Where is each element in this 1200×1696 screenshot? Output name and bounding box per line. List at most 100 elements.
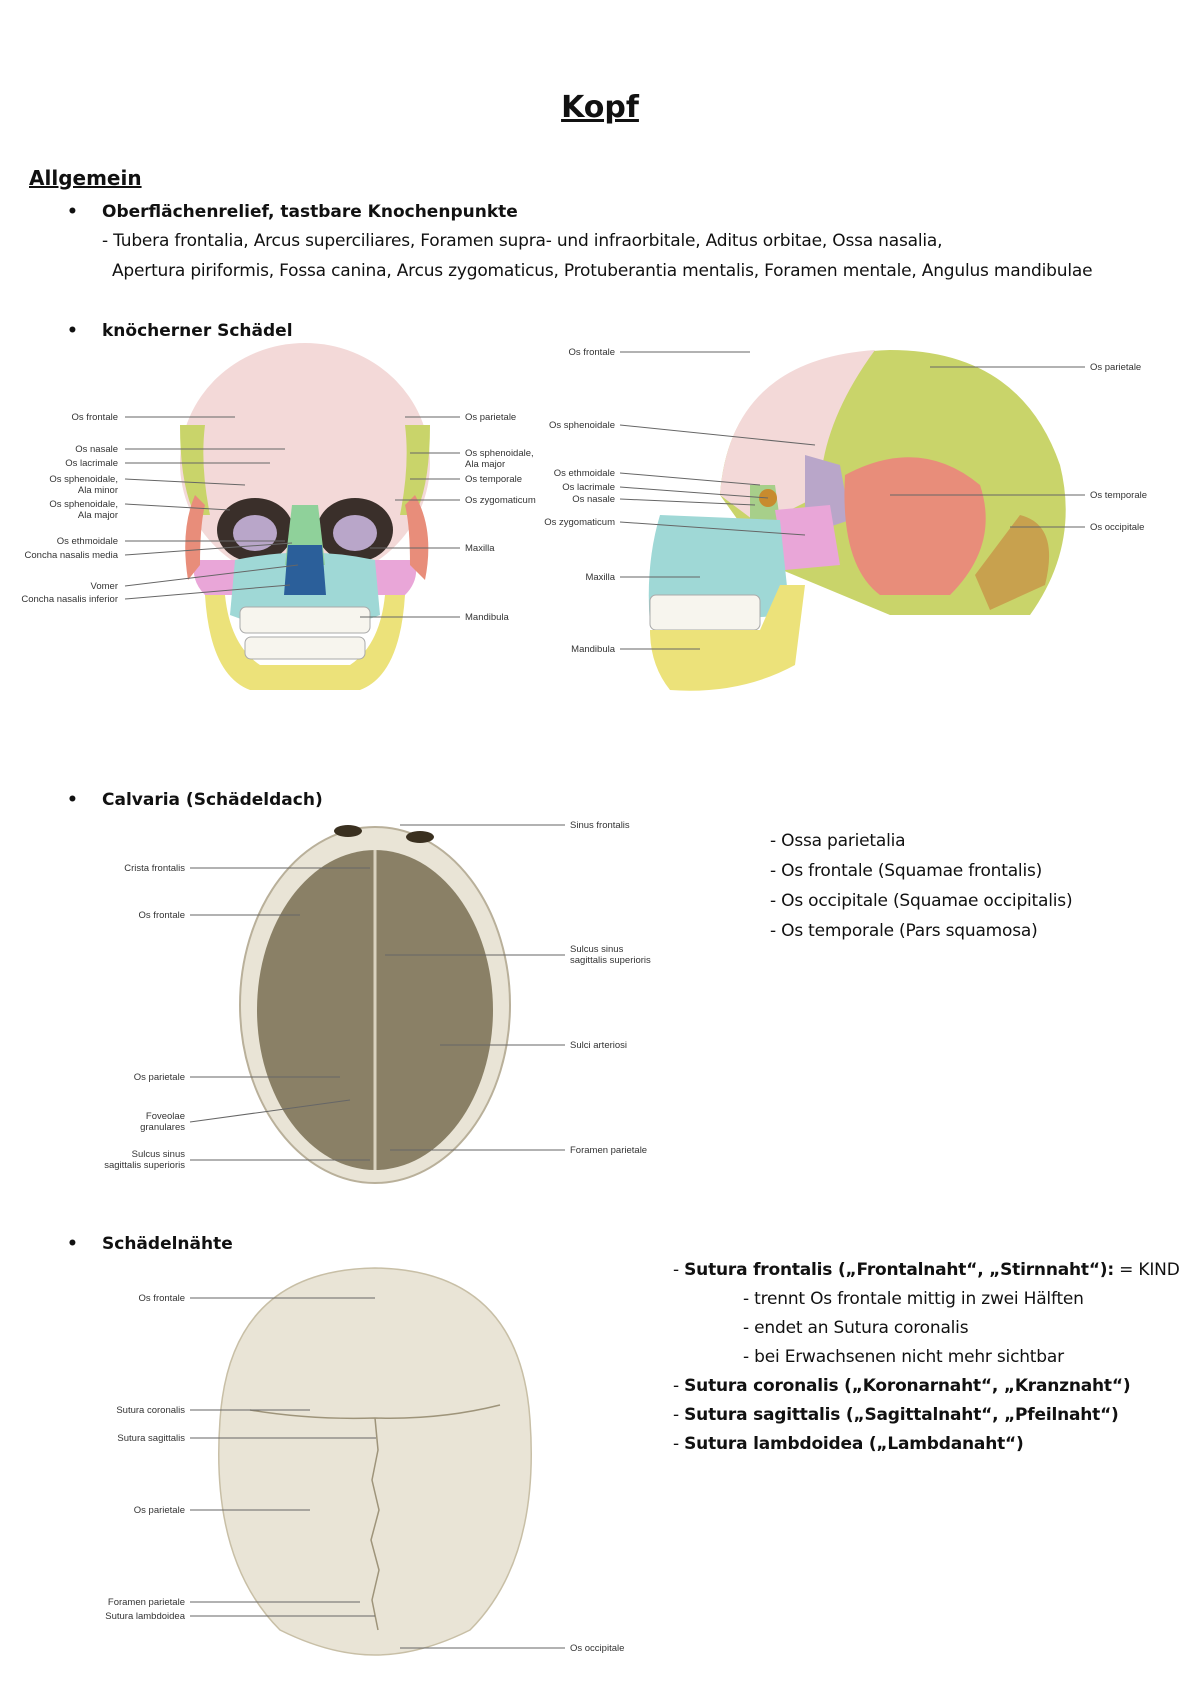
label-os-occipitale: Os occipitale [570,1643,624,1654]
label-os-ethmoidale: Os ethmoidale [554,468,615,479]
bullet-sutures: • Schädelnähte [67,1234,233,1254]
dash: - [673,1434,685,1454]
label-vomer: Vomer [91,581,118,592]
label-granulares: granulares [140,1122,185,1133]
label-concha-nasalis-media: Concha nasalis media [25,550,119,561]
front-skull-figure: Os frontale Os nasale Os lacrimale Os sp… [21,343,536,690]
relief-line-1: - Tubera frontalia, Arcus superciliares,… [102,231,943,251]
sutura-sagittalis-line [370,1417,380,1631]
sutures-drawing [218,1267,532,1656]
side-skull-figure: Os frontale Os sphenoidale Os ethmoidale… [544,347,1147,691]
label-sulcus-sinus: Sulcus sinus [570,944,624,955]
label-sagittalis-superioris: sagittalis superioris [570,955,651,966]
label-os-temporale: Os temporale [465,474,522,485]
label-os-temporale: Os temporale [1090,490,1147,501]
sutura-coronalis-name: Sutura coronalis [684,1376,839,1396]
label-sulci-arteriosi: Sulci arteriosi [570,1040,627,1051]
label-os-ethmoidale: Os ethmoidale [57,536,118,547]
label-os-zygomaticum: Os zygomaticum [544,517,615,528]
label-os-frontale: Os frontale [139,910,185,921]
page-title: Kopf [561,90,639,125]
sutura-sagittalis-desc: („Sagittalnaht“, „Pfeilnaht“) [840,1405,1119,1425]
sinus-frontalis-right [406,831,434,843]
sutura-frontalis-name: Sutura frontalis [684,1260,833,1280]
label-os-frontale: Os frontale [72,412,118,423]
label-crista-frontalis: Crista frontalis [124,863,185,874]
label-sagittalis-superioris: sagittalis superioris [104,1160,185,1171]
sutures-list: - Sutura frontalis („Frontalnaht“, „Stir… [673,1256,1180,1459]
calvaria-list: - Ossa parietalia - Os frontale (Squamae… [770,826,1073,946]
label-os-occipitale: Os occipitale [1090,522,1144,533]
sutures-leaders [190,1297,565,1649]
bullet-calvaria-heading: Calvaria (Schädeldach) [102,790,323,810]
calvaria-leaders [189,824,565,1161]
label-os-lacrimale: Os lacrimale [65,458,118,469]
os-zygomaticum-right-shape [365,560,417,595]
section-heading-allgemein: Allgemein [29,166,142,190]
os-parietale-right-shape [400,425,430,515]
label-os-sphenoidale: Os sphenoidale [549,420,615,431]
lower-teeth-shape [244,636,366,660]
bullet-skull: • knöcherner Schädel [67,321,293,341]
label-os-nasale: Os nasale [75,444,118,455]
calvaria-list-item: - Os frontale (Squamae frontalis) [770,861,1043,881]
calvaria-list-item: - Ossa parietalia [770,831,906,851]
label-os-parietale: Os parietale [1090,362,1141,373]
calvaria-list-item: - Os temporale (Pars squamosa) [770,921,1038,941]
label-sinus-frontalis: Sinus frontalis [570,820,630,831]
label-ala-major: Ala major [78,510,118,521]
bullet-skull-heading: knöcherner Schädel [102,321,293,341]
bullet-relief: • Oberflächenrelief, tastbare Knochenpun… [67,202,518,222]
os-temporale-side-shape [844,457,986,595]
label-foramen-parietale: Foramen parietale [570,1145,647,1156]
calvaria-list-item: - Os occipitale (Squamae occipitalis) [770,891,1073,911]
os-zygomaticum-left-shape [193,560,245,595]
sutura-frontalis-tail: = KIND [1113,1260,1180,1280]
dash: - [673,1405,685,1425]
sutures-labels-right: Os occipitale [570,1643,624,1654]
side-skull-labels-right: Os parietale Os temporale Os occipitale [1090,362,1147,533]
calvaria-labels-right: Sinus frontalis Sulcus sinus sagittalis … [570,820,651,1156]
label-concha-nasalis-inferior: Concha nasalis inferior [21,594,118,605]
bullet-sutures-heading: Schädelnähte [102,1234,233,1254]
mandibula-shape [205,595,405,690]
label-os-sphenoidale: Os sphenoidale, [465,448,534,459]
label-sutura-coronalis: Sutura coronalis [116,1405,185,1416]
os-frontale-side-shape [720,350,875,525]
side-skull-leaders [619,351,1085,650]
label-mandibula: Mandibula [571,644,616,655]
upper-teeth-shape [239,606,371,634]
dash: - [673,1260,685,1280]
label-ala-minor: Ala minor [78,485,118,496]
sutura-frontalis-sub: - bei Erwachsenen nicht mehr sichtbar [743,1347,1064,1367]
sutura-coronalis-item: - Sutura coronalis („Koronarnaht“, „Kran… [673,1372,1180,1401]
label-sutura-sagittalis: Sutura sagittalis [117,1433,185,1444]
label-sulcus-sinus: Sulcus sinus [132,1149,186,1160]
bullet-dot: • [67,790,78,810]
bullet-relief-heading: Oberflächenrelief, tastbare Knochenpunkt… [102,202,518,222]
side-skull-drawing [648,350,1066,691]
label-os-lacrimale: Os lacrimale [562,482,615,493]
label-os-sphenoidale: Os sphenoidale, [49,499,118,510]
sutura-lambdoidea-item: - Sutura lambdoidea („Lambdanaht“) [673,1430,1180,1459]
dash: - [673,1376,685,1396]
front-skull-drawing [180,343,430,690]
label-maxilla: Maxilla [465,543,495,554]
label-os-frontale: Os frontale [139,1293,185,1304]
apertura-piriformis-shape [284,545,326,595]
label-os-sphenoidale: Os sphenoidale, [49,474,118,485]
bullet-dot: • [67,1234,78,1254]
os-zygomaticum-side-shape [775,505,840,570]
ala-major-right-shape [333,515,377,551]
front-skull-leaders [124,416,460,618]
side-teeth-shape [649,594,761,631]
relief-line-2: Apertura piriformis, Fossa canina, Arcus… [112,261,1093,281]
label-os-parietale: Os parietale [465,412,516,423]
sutures-figure: Os frontale Sutura coronalis Sutura sagi… [105,1267,624,1656]
label-foveolae: Foveolae [146,1111,185,1122]
label-os-nasale: Os nasale [572,494,615,505]
calvaria-figure: Crista frontalis Os frontale Os parietal… [104,820,651,1184]
sutura-sagittalis-item: - Sutura sagittalis („Sagittalnaht“, „Pf… [673,1401,1180,1430]
front-skull-labels-right: Os parietale Os sphenoidale, Ala major O… [465,412,536,623]
os-occipitale-side-shape [975,515,1050,610]
